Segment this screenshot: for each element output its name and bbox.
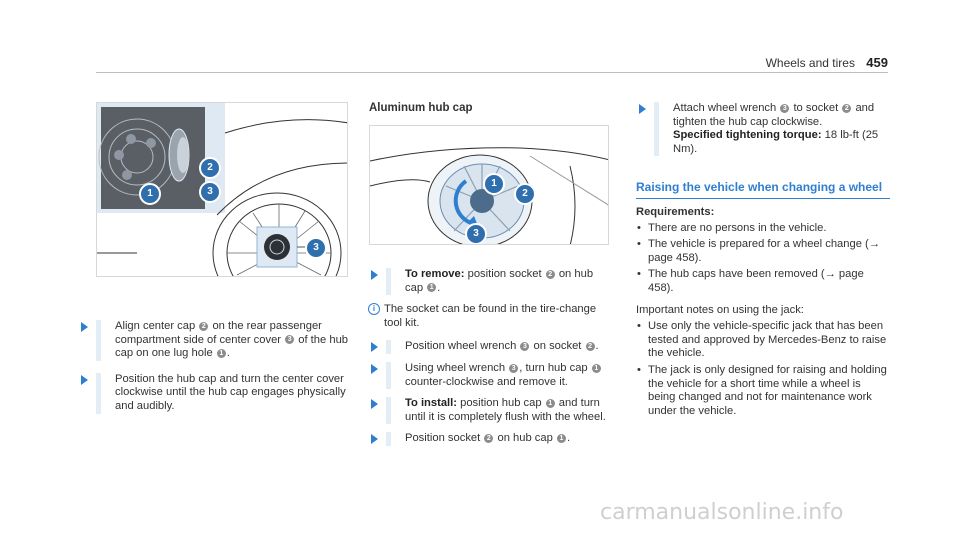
step-remove: To remove: position socket 2 on hub cap … (371, 268, 612, 296)
step-arrow-icon (371, 270, 378, 280)
header-divider (96, 72, 888, 73)
ref-2: 2 (199, 321, 209, 331)
requirements-title: Requirements: (636, 206, 715, 218)
requirements-list: There are no persons in the vehicle. The… (636, 222, 890, 296)
step-align-center-cap: Align center cap 2 on the rear passenger… (81, 320, 352, 361)
list-item: The jack is only designed for raising an… (636, 364, 890, 418)
step-attach-wrench: Attach wheel wrench 3 to socket 2 and ti… (639, 102, 890, 157)
callout-1-fig2: 1 (483, 173, 505, 195)
figure-aluminum-hub-cap: 1 2 3 (369, 125, 609, 245)
ref-3: 3 (285, 335, 295, 345)
jack-notes-list: Use only the vehicle-specific jack that … (636, 320, 890, 418)
section-name: Wheels and tires (765, 56, 855, 70)
column-3-body: Requirements: There are no persons in th… (636, 206, 890, 421)
step-turn-hub-cap: Using wheel wrench 3, turn hub cap 1 cou… (371, 361, 612, 390)
step-arrow-icon (81, 374, 88, 385)
step-position-hub-cap: Position the hub cap and turn the center… (81, 372, 352, 414)
column-3-top: Attach wheel wrench 3 to socket 2 and ti… (639, 102, 890, 164)
ref-1: 1 (216, 348, 226, 358)
step-arrow-icon (371, 399, 378, 410)
callout-2-fig2: 2 (514, 183, 536, 205)
list-item: The vehicle is prepared for a wheel chan… (636, 238, 890, 265)
step-arrow-icon (371, 363, 378, 374)
section-title-raising-vehicle: Raising the vehicle when changing a whee… (636, 180, 890, 199)
callout-1-fig1: 1 (139, 183, 161, 205)
step-arrow-icon (639, 104, 646, 114)
list-item: There are no persons in the vehicle. (636, 222, 890, 236)
note-socket-location: i The socket can be found in the tire-ch… (368, 303, 612, 330)
step-position-socket: Position socket 2 on hub cap 1. (371, 432, 612, 446)
info-icon: i (368, 303, 380, 316)
callout-3-fig2: 3 (465, 223, 487, 244)
callout-2-fig1: 2 (199, 157, 221, 179)
callout-3-fig1: 3 (199, 181, 221, 203)
step-arrow-icon (81, 322, 88, 332)
aluminum-hub-cap-title: Aluminum hub cap (369, 102, 473, 114)
figure-hub-cap-install: 2 3 1 3 (96, 102, 348, 277)
column-2: To remove: position socket 2 on hub cap … (368, 268, 612, 454)
step-install: To install: position hub cap 1 and turn … (371, 397, 612, 425)
watermark: carmanualsonline.info (600, 500, 844, 525)
callout-3-fig1-wheel: 3 (305, 237, 327, 259)
step-arrow-icon (371, 434, 378, 445)
column-1: Align center cap 2 on the rear passenger… (81, 320, 352, 422)
page-header: Wheels and tires 459 (766, 55, 888, 70)
list-item: Use only the vehicle-specific jack that … (636, 320, 890, 361)
step-arrow-icon (371, 342, 378, 353)
page-number: 459 (866, 55, 888, 70)
step-position-wrench: Position wheel wrench 3 on socket 2. (371, 340, 612, 354)
jack-notes-intro: Important notes on using the jack: (636, 303, 804, 316)
list-item: The hub caps have been removed (→ page 4… (636, 268, 890, 295)
